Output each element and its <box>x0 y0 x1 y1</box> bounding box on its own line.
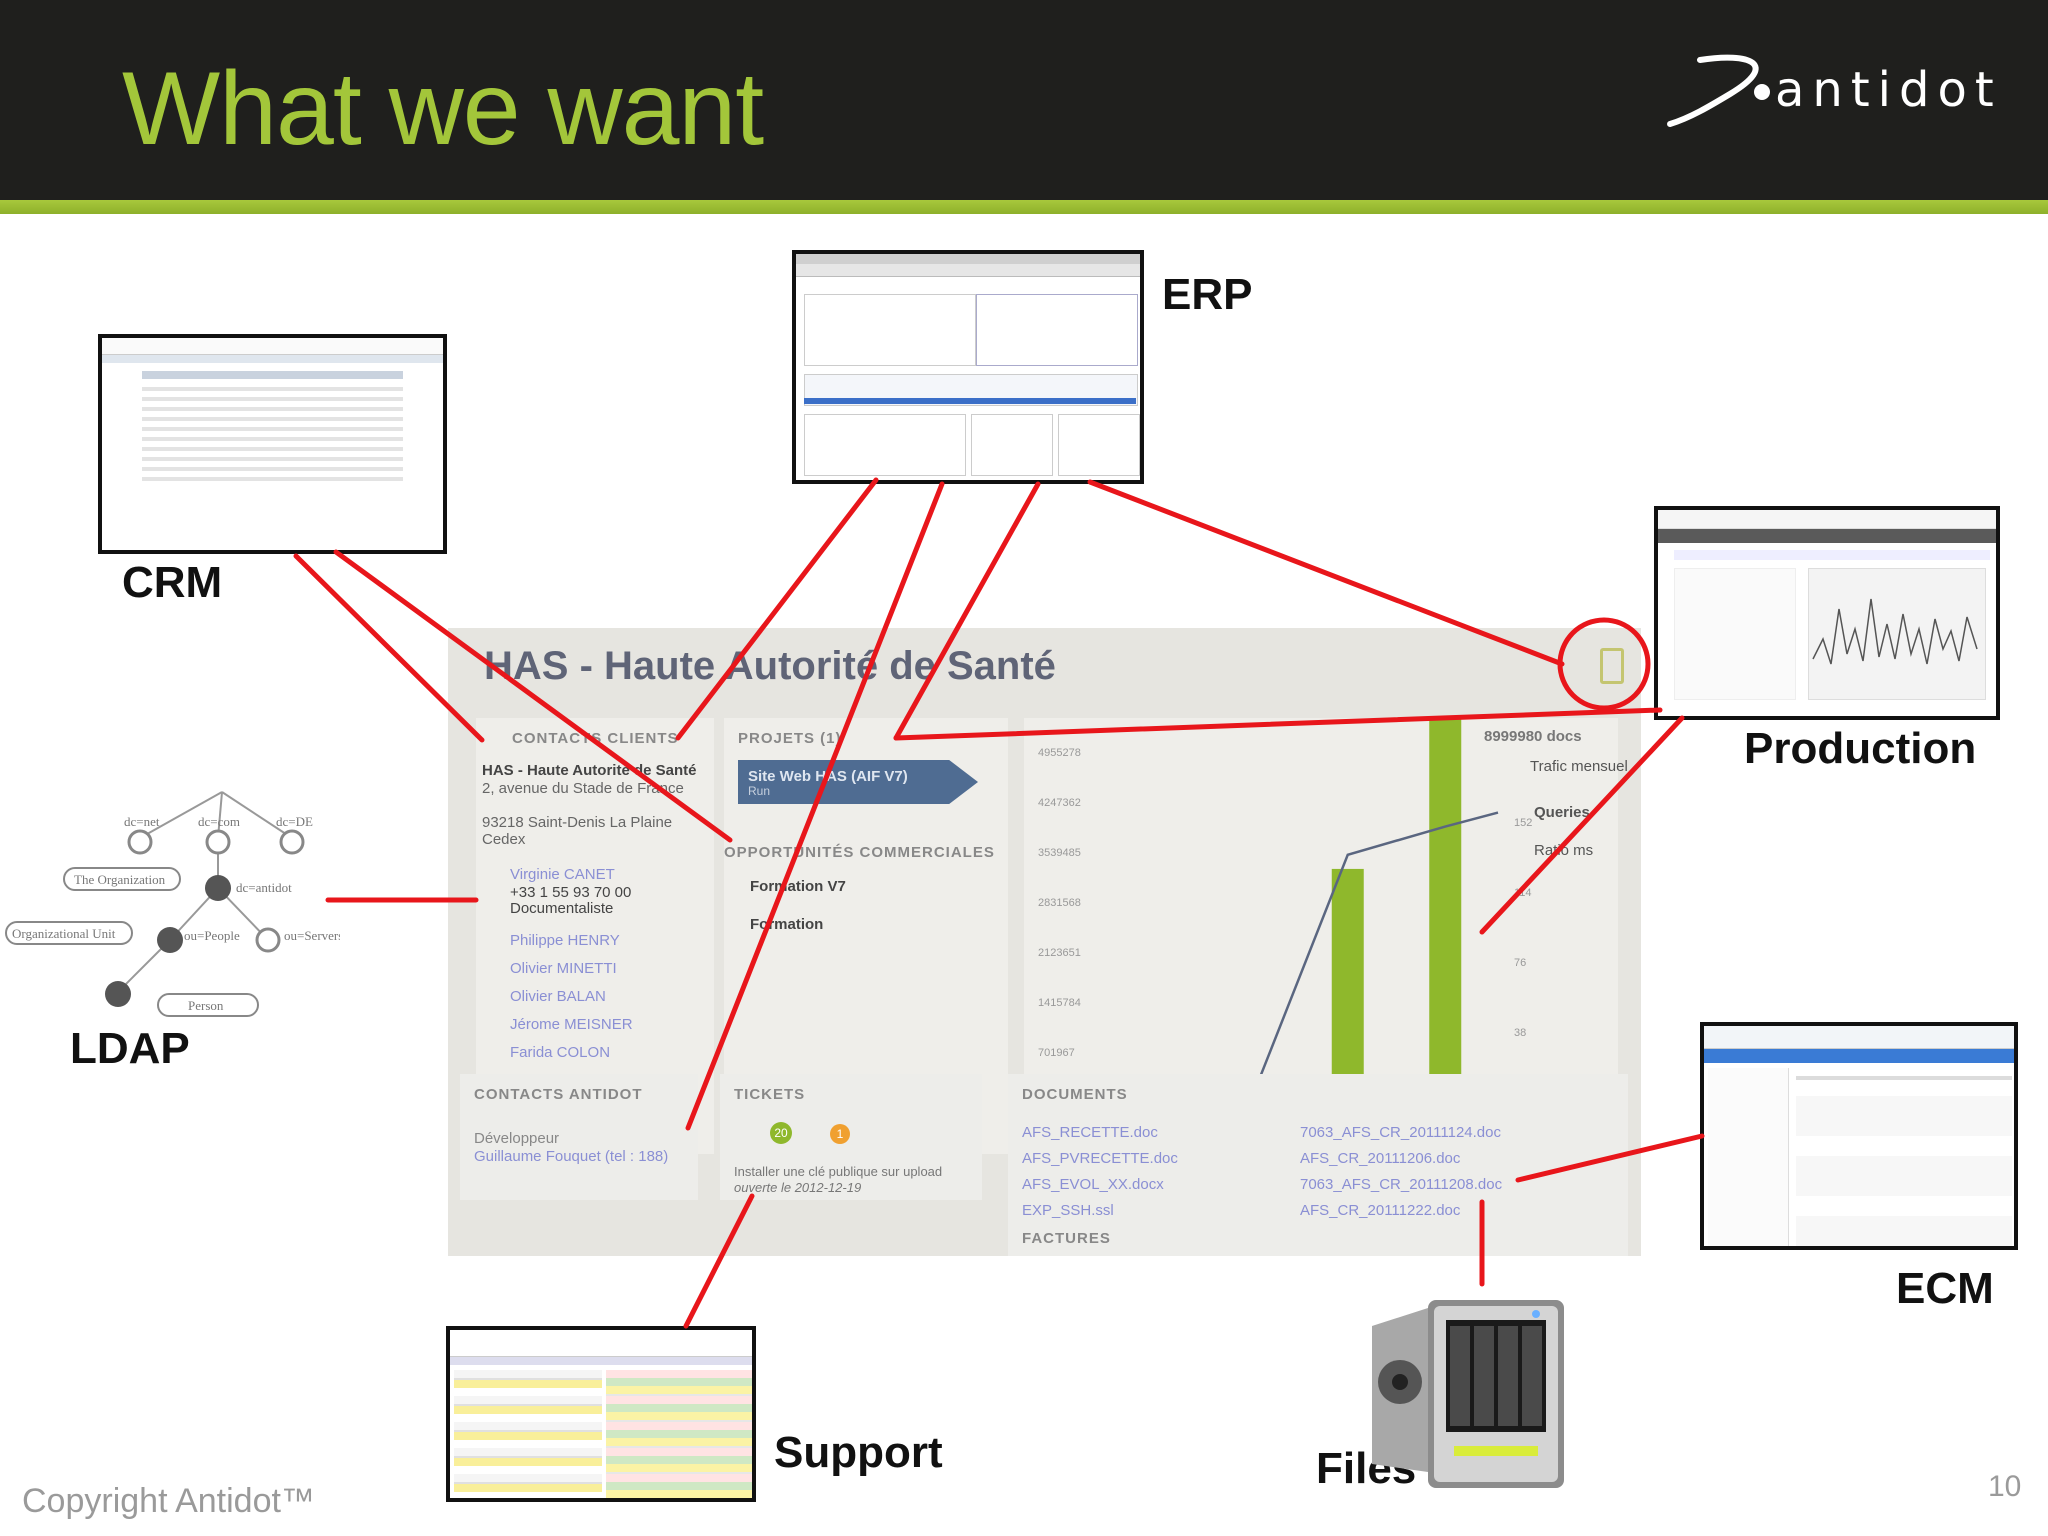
page-number: 10 <box>1988 1470 2022 1503</box>
nas-server-icon <box>1372 1300 1564 1488</box>
tickets-heading: TICKETS <box>734 1086 806 1103</box>
document-link[interactable]: 7063_AFS_CR_20111208.doc <box>1300 1176 1503 1193</box>
opportunity-item[interactable]: Formation V7 <box>750 878 846 895</box>
ldap-node-label: dc=antidot <box>236 880 292 895</box>
ecm-screenshot-thumbnail <box>1700 1022 2018 1250</box>
slide-title: What we want <box>122 51 764 167</box>
dashboard-title: HAS - Haute Autorité de Santé <box>484 644 1056 688</box>
client-phone: +33 1 55 93 70 00 <box>510 884 632 901</box>
logo-text: antidot <box>1775 62 2002 118</box>
ldap-node-label: ou=Servers <box>284 928 340 943</box>
label-production: Production <box>1744 724 1977 773</box>
contacts-antidot-panel: CONTACTS ANTIDOT Développeur Guillaume F… <box>460 1074 698 1200</box>
erp-screenshot-thumbnail <box>792 250 1144 484</box>
chart-bar <box>1331 868 1364 1102</box>
client-person[interactable]: Olivier MINETTI <box>510 960 617 977</box>
header-accent-rule <box>0 200 2048 214</box>
y-tick-label: 1415784 <box>1038 997 1081 1009</box>
y2-tick-label: 76 <box>1514 957 1526 969</box>
ldap-node-label: ou=People <box>184 928 240 943</box>
document-link[interactable]: AFS_RECETTE.doc <box>1022 1124 1158 1141</box>
support-screenshot-thumbnail <box>446 1326 756 1502</box>
document-link[interactable]: AFS_CR_20111206.doc <box>1300 1150 1461 1167</box>
label-ecm: ECM <box>1896 1264 1994 1313</box>
documents-heading: DOCUMENTS <box>1022 1086 1128 1103</box>
client-address-2: 93218 Saint-Denis La Plaine Cedex <box>482 814 673 848</box>
antidot-contact-role: Développeur <box>474 1130 560 1147</box>
battery-status-icon[interactable] <box>1600 648 1624 684</box>
label-crm: CRM <box>122 558 223 607</box>
copyright-footer: Copyright Antidot™ <box>22 1482 315 1520</box>
chart-legend-queries: Queries <box>1534 804 1590 821</box>
slide-header <box>0 0 2048 200</box>
y-tick-label: 701967 <box>1038 1047 1075 1059</box>
chart-doc-counter: 8999980 docs <box>1484 728 1582 745</box>
antidot-contact-name[interactable]: Guillaume Fouquet (tel : 188) <box>474 1148 669 1165</box>
label-support: Support <box>774 1428 943 1477</box>
antidot-logo-mark-icon <box>1667 54 1770 127</box>
opportunities-heading: OPPORTUNITÉS COMMERCIALES <box>724 844 995 861</box>
chart-legend-traffic: Trafic mensuel <box>1530 758 1628 775</box>
ldap-node-label: dc=DE <box>276 814 313 829</box>
client-person[interactable]: Jérome MEISNER <box>510 1016 633 1033</box>
y-tick-label: 2123651 <box>1038 947 1081 959</box>
y2-tick-label: 38 <box>1514 1027 1526 1039</box>
client-person[interactable]: Olivier BALAN <box>510 988 606 1005</box>
document-link[interactable]: 7063_AFS_CR_20111124.doc <box>1300 1124 1501 1141</box>
contacts-antidot-heading: CONTACTS ANTIDOT <box>474 1086 643 1103</box>
client-person[interactable]: Farida COLON <box>510 1044 611 1061</box>
client-role: Documentaliste <box>510 900 614 917</box>
tickets-count-open[interactable]: 20 <box>770 1122 792 1144</box>
documents-panel: DOCUMENTS AFS_RECETTE.doc AFS_PVRECETTE.… <box>1008 1074 1628 1256</box>
ldap-node-label: dc=net <box>124 814 160 829</box>
production-sparkline-icon <box>1812 598 1978 665</box>
project-chevron[interactable] <box>738 760 978 804</box>
document-link[interactable]: AFS_EVOL_XX.docx <box>1022 1176 1164 1193</box>
label-ldap: LDAP <box>70 1024 190 1073</box>
chart-legend-ratio: Ratio ms <box>1534 842 1594 859</box>
y-tick-label: 3539485 <box>1038 847 1081 859</box>
crm-screenshot-thumbnail <box>98 334 447 554</box>
project-status: Run <box>748 784 771 798</box>
tickets-count-pending[interactable]: 1 <box>830 1124 850 1144</box>
invoices-heading: FACTURES <box>1022 1230 1111 1247</box>
chart-bar <box>1429 718 1462 1102</box>
document-link[interactable]: EXP_SSH.ssl <box>1022 1202 1114 1219</box>
client-address-1: 2, avenue du Stade de France <box>482 780 684 797</box>
y-tick-label: 4955278 <box>1038 747 1081 759</box>
ldap-node-label: The Organization <box>74 872 166 887</box>
ldap-tree-diagram: dc=net dc=com dc=DE The Organization dc=… <box>5 791 340 1017</box>
tickets-panel: TICKETS 20 1 Installer une clé publique … <box>720 1074 982 1200</box>
customer-dashboard: HAS - Haute Autorité de Santé CONTACTS C… <box>448 628 1641 1256</box>
client-person[interactable]: Virginie CANET <box>510 866 615 883</box>
projects-heading: PROJETS (1) <box>738 730 842 747</box>
y-tick-label: 4247362 <box>1038 797 1081 809</box>
ticket-date: ouverte le 2012-12-19 <box>734 1180 862 1195</box>
production-screenshot-thumbnail <box>1654 506 2000 720</box>
label-erp: ERP <box>1162 270 1253 319</box>
document-link[interactable]: AFS_PVRECETTE.doc <box>1022 1150 1178 1167</box>
document-link[interactable]: AFS_CR_20111222.doc <box>1300 1202 1461 1219</box>
ldap-node-label: dc=com <box>198 814 240 829</box>
ldap-node-label: Person <box>188 998 224 1013</box>
y-tick-label: 2831568 <box>1038 897 1081 909</box>
y2-tick-label: 152 <box>1514 817 1532 829</box>
client-person[interactable]: Philippe HENRY <box>510 932 620 949</box>
ldap-node-label: Organizational Unit <box>12 926 116 941</box>
ticket-text[interactable]: Installer une clé publique sur upload <box>734 1164 943 1179</box>
